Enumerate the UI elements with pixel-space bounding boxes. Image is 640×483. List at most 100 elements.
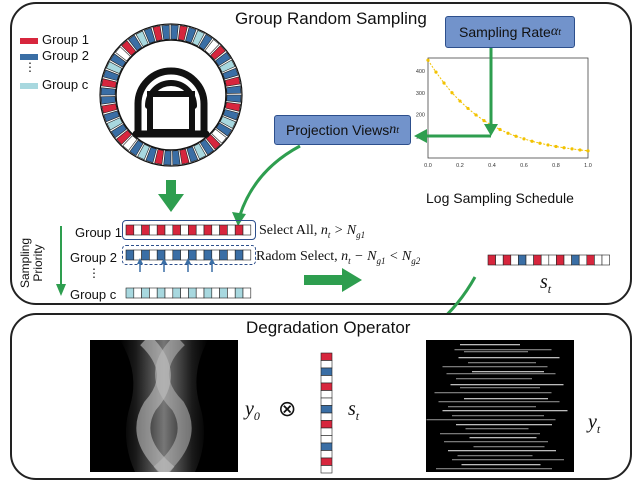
groupc-cell <box>234 287 244 299</box>
detector-segment <box>103 69 120 81</box>
group2-cell <box>172 249 181 261</box>
detector-segment <box>100 87 116 96</box>
group2-cell <box>219 249 228 261</box>
group1-cell <box>172 224 181 236</box>
schedule-point <box>466 106 470 111</box>
vertical-mask-cell <box>320 382 333 391</box>
sampled-view-line <box>436 468 552 470</box>
group1-cell <box>188 224 197 236</box>
sampled-view-line <box>454 349 552 351</box>
group1-cell <box>227 224 236 236</box>
n-subscript: t <box>396 124 400 136</box>
detector-segment <box>186 146 199 163</box>
vertical-mask-cell <box>320 457 333 466</box>
detector-segment <box>122 135 138 151</box>
ct-scanner-illustration <box>99 23 243 167</box>
y-tick-label: 200 <box>416 113 425 119</box>
schedule-point <box>522 137 526 141</box>
detector-segment <box>185 27 197 44</box>
vertical-mask-cell <box>320 420 333 429</box>
sampled-view-line <box>469 437 537 439</box>
schedule-point <box>506 131 510 135</box>
group1-cell <box>211 224 220 236</box>
detector-segment <box>193 143 207 160</box>
sampled-view-line <box>444 441 548 443</box>
mask-cell <box>533 254 542 266</box>
sampling-priority-arrowhead <box>56 284 66 296</box>
group-legend: Group 1 Group 2 ⋮ Group c <box>20 32 110 102</box>
detector-segment <box>163 150 172 166</box>
vertical-mask-cell <box>320 375 333 384</box>
vertical-mask-cell <box>320 442 333 451</box>
schedule-point <box>586 149 590 153</box>
sampling-rate-text: Sampling Rate <box>459 24 551 40</box>
mask-cell <box>525 254 534 266</box>
group2-highlight-box <box>122 245 256 265</box>
row-label-groupc: Group c <box>70 287 117 302</box>
sampled-view-line <box>442 410 568 412</box>
mask-symbol-st: st <box>540 271 552 296</box>
mask-cell <box>594 254 603 266</box>
detector-segment <box>109 53 127 68</box>
groupc-cell <box>195 287 205 299</box>
group1-cell <box>133 224 142 236</box>
schedule-point <box>458 99 462 103</box>
legend-label-group2: Group 2 <box>42 48 89 63</box>
x-tick-label: 0.6 <box>520 163 528 169</box>
mask-cell <box>586 254 595 266</box>
detector-segment <box>170 24 179 40</box>
group1-cell <box>180 224 189 236</box>
mask-cell <box>563 254 572 266</box>
st-label-bottom: st <box>348 398 360 423</box>
mask-cell <box>556 254 565 266</box>
schedule-point <box>498 127 502 132</box>
detector-segment <box>106 117 123 131</box>
detector-segment <box>103 110 120 123</box>
schedule-point <box>546 143 550 147</box>
schedule-point <box>538 141 542 145</box>
detector-segment <box>225 101 241 112</box>
groupc-cell <box>219 287 228 299</box>
detector-segment <box>172 150 181 166</box>
sampled-view-line <box>458 357 560 359</box>
vertical-mask-cell <box>320 367 333 376</box>
x-tick-label: 0.2 <box>456 163 464 169</box>
detector-segment <box>101 78 117 89</box>
random-select-marker-head <box>209 258 215 264</box>
detector-segment <box>161 24 170 40</box>
group2-cell <box>188 249 197 261</box>
detector-ring <box>99 23 243 167</box>
row-label-dots: ⋮ <box>88 266 100 280</box>
random-select-annotation: Radom Select, nt − Ng1 < Ng2 <box>256 249 420 266</box>
vertical-mask-cell <box>320 390 333 399</box>
schedule-point <box>434 70 438 74</box>
vertical-mask-cell <box>320 405 333 414</box>
groupc-cell <box>180 287 189 299</box>
degraded-sinogram-image <box>426 340 574 472</box>
sampling-rate-arrowhead <box>484 124 498 136</box>
groupc-cell <box>211 287 220 299</box>
detector-segment <box>105 61 123 74</box>
schedule-point <box>530 139 534 143</box>
otimes-symbol: ⊗ <box>278 396 297 421</box>
mask-cell <box>495 254 504 266</box>
sampled-view-line <box>473 446 545 448</box>
random-select-text: Radom Select, <box>256 249 342 264</box>
schedule-caption: Log Sampling Schedule <box>426 190 574 206</box>
groupc-cell <box>172 287 181 299</box>
views-to-groups-arrow <box>238 144 301 216</box>
schedule-point <box>442 81 446 85</box>
y-tick-label: 300 <box>416 91 425 97</box>
sampled-view-line <box>426 419 556 421</box>
random-select-math: nt − Ng1 < Ng2 <box>341 249 421 266</box>
detector-segment <box>192 29 205 47</box>
n-symbol: n <box>389 122 397 137</box>
detector-segment <box>135 30 149 47</box>
log-sampling-schedule-chart: 0.00.20.40.60.81.0100200300400 <box>416 57 592 169</box>
detector-segment <box>121 40 137 56</box>
vertical-mask-cell <box>320 397 333 406</box>
detector-segment <box>137 143 150 161</box>
detector-segment <box>222 109 239 121</box>
